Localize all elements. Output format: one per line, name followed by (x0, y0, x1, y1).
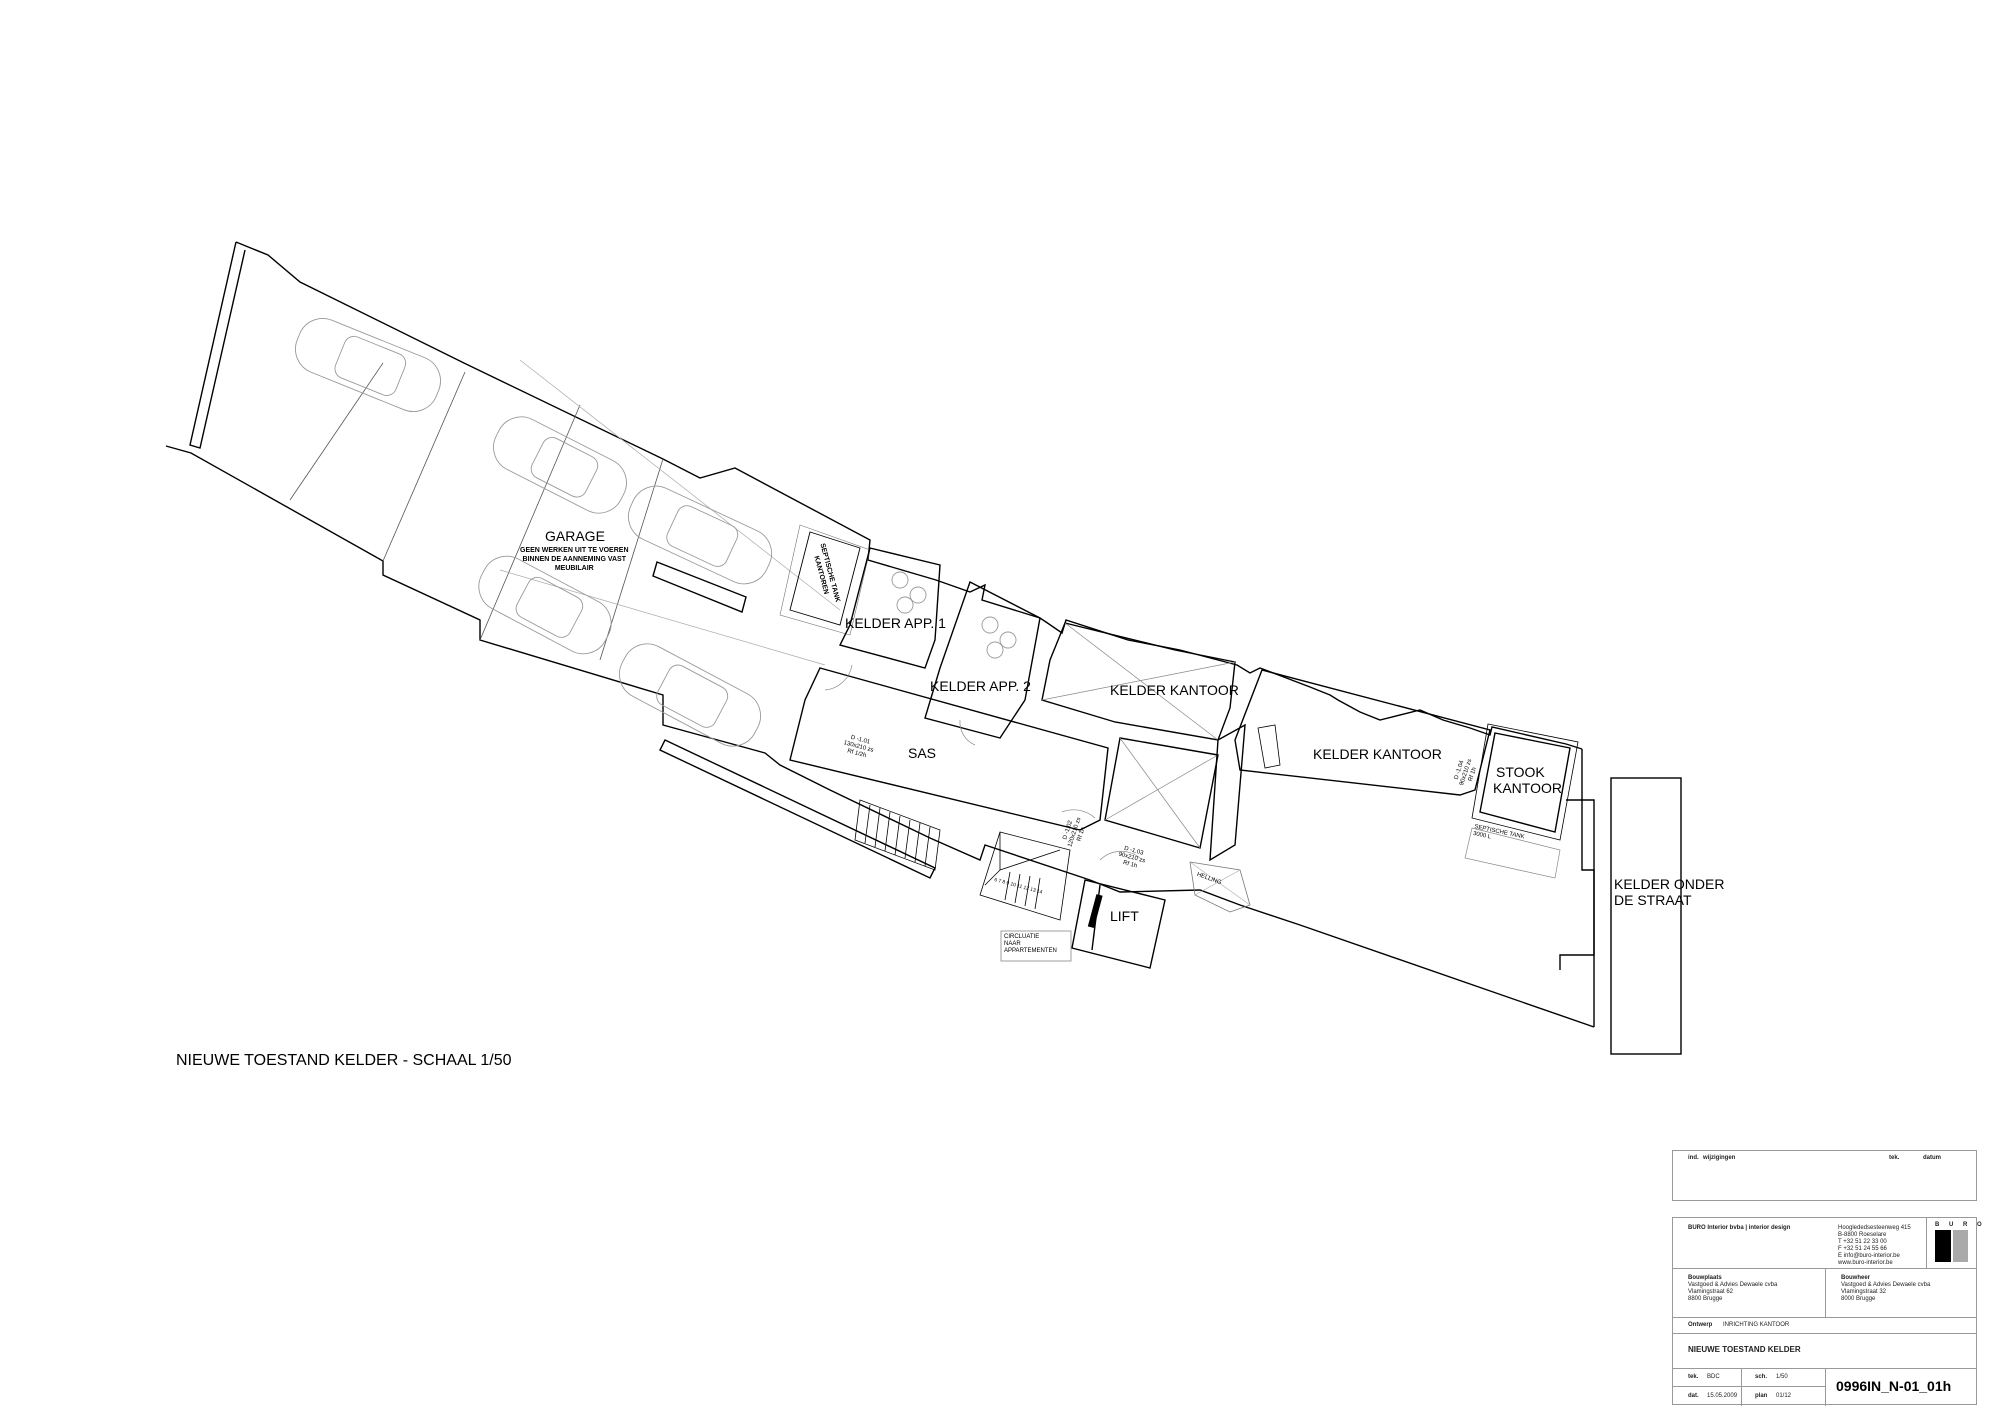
stairs-garage (854, 799, 941, 871)
dat-value: 15.05.2009 (1707, 1393, 1738, 1399)
plan-label: plan (1755, 1393, 1768, 1399)
garage-note-line: GEEN WERKEN UIT TE VOEREN (520, 547, 629, 554)
car (627, 485, 773, 585)
room-label-kelder-kantoor: KELDER KANTOOR (1110, 682, 1239, 698)
ontwerp-label: Ontwerp (1688, 1322, 1713, 1328)
bouwplaats: Bouwplaats Vastgoed & Advies Dewaele cvb… (1688, 1275, 1777, 1303)
bicycles (981, 616, 1017, 659)
label-line: KELDER ONDER (1614, 876, 1725, 892)
plan-value: 01/12 (1776, 1393, 1792, 1399)
outer-wall-bottom (165, 445, 1595, 1028)
car (295, 318, 441, 412)
circulatie-box (1000, 930, 1072, 962)
address-line: Hooglededsesteenweg 415 (1838, 1225, 1911, 1231)
garage-note-line: MEUBILAIR (554, 565, 594, 572)
rev-ind: ind. (1688, 1155, 1699, 1161)
rev-tek: tek. (1889, 1155, 1900, 1161)
dat-label: dat. (1688, 1393, 1699, 1399)
bouwheer-line: Vastgoed & Advies Dewaele cvba (1841, 1282, 1931, 1288)
bouwheer-line: 8000 Brugge (1841, 1296, 1876, 1302)
car (478, 555, 612, 655)
bouwplaats-label: Bouwplaats (1688, 1275, 1722, 1281)
sch-label: sch. (1755, 1374, 1768, 1380)
kelder-onder-straat (1610, 777, 1682, 1055)
lift-shaft (1071, 879, 1166, 969)
logo-letter: U (1949, 1222, 1954, 1228)
rev-datum: datum (1923, 1155, 1941, 1161)
address-line: F +32 51 24 55 66 (1838, 1246, 1887, 1252)
room-label-stook-kantoor: STOOK KANTOOR (1493, 764, 1562, 796)
label-line: CIRCLUATIE (1004, 934, 1040, 940)
tek-label: tek. (1688, 1374, 1699, 1380)
room-label-kelder-kantoor: KELDER KANTOOR (1313, 746, 1442, 762)
logo-letter: O (1977, 1222, 1982, 1228)
garage-entrance (189, 241, 246, 449)
bicycles (891, 571, 927, 614)
room-label-kelder-app-1: KELDER APP. 1 (845, 615, 946, 631)
outer-wall-top (235, 241, 1583, 750)
drawing-number: 0996IN_N-01_01h (1836, 1378, 1952, 1394)
label-line: DE STRAAT (1614, 892, 1692, 908)
room-label-kelder-app-2: KELDER APP. 2 (930, 678, 1031, 694)
bouwheer-line: Vlamingstraat 32 (1841, 1289, 1887, 1295)
step-number: 14 (1036, 888, 1044, 896)
bouwplaats-line: 8800 Brugge (1688, 1296, 1723, 1302)
logo-grey-block (1953, 1230, 1968, 1262)
car (493, 416, 627, 514)
plan-title: NIEUWE TOESTAND KELDER (1688, 1345, 1801, 1354)
label-line: KANTOOR (1493, 780, 1562, 796)
address-line: E info@buro-interior.be (1838, 1253, 1900, 1259)
address-line: T +32 51 22 33 00 (1838, 1239, 1887, 1245)
bouwheer: Bouwheer Vastgoed & Advies Dewaele cvba … (1841, 1275, 1930, 1303)
room-label-kelder-onder-de-straat: KELDER ONDER DE STRAAT (1614, 876, 1724, 908)
car (618, 643, 762, 747)
room-label-lift: LIFT (1110, 908, 1139, 924)
company-address: Hooglededsesteenweg 415 B-8800 Roeselare… (1838, 1225, 1911, 1267)
address-line: B-8800 Roeselare (1838, 1232, 1887, 1238)
company-name: BURO Interior bvba | interior design (1688, 1225, 1791, 1231)
revisions-box: ind. wijzigingen tek. datum (1672, 1150, 1977, 1201)
stairs-apartments (979, 831, 1071, 921)
label-line: APPARTEMENTEN (1004, 948, 1057, 954)
garage-note-line: BINNEN DE AANNEMING VAST (522, 556, 626, 563)
rev-wijzigingen: wijzigingen (1703, 1155, 1736, 1161)
room-label-sas: SAS (908, 745, 937, 761)
logo-letters: B U R O (1935, 1222, 1982, 1229)
title-block: BURO Interior bvba | interior design Hoo… (1672, 1217, 1982, 1406)
label-line: NAAR (1004, 941, 1021, 947)
bouwplaats-line: Vastgoed & Advies Dewaele cvba (1688, 1282, 1778, 1288)
label-line: STOOK (1496, 764, 1545, 780)
drawing-title: NIEUWE TOESTAND KELDER - SCHAAL 1/50 (176, 1052, 512, 1069)
address-line: www.buro-interior.be (1838, 1260, 1893, 1266)
sch-value: 1/50 (1776, 1374, 1788, 1380)
room-label-garage: GARAGE (545, 528, 605, 544)
circulatie-label: CIRCLUATIE NAAR APPARTEMENTEN (1004, 934, 1057, 955)
garage-note: GEEN WERKEN UIT TE VOEREN BINNEN DE AANN… (520, 546, 629, 573)
bouwheer-label: Bouwheer (1841, 1275, 1871, 1281)
tek-value: BDC (1707, 1374, 1720, 1380)
bouwplaats-line: Vlamingstraat 62 (1688, 1289, 1734, 1295)
logo-black-block (1935, 1230, 1951, 1262)
logo-letter: B (1935, 1222, 1940, 1228)
logo-letter: R (1963, 1222, 1968, 1228)
ontwerp-value: INRICHTING KANTOOR (1723, 1322, 1790, 1328)
